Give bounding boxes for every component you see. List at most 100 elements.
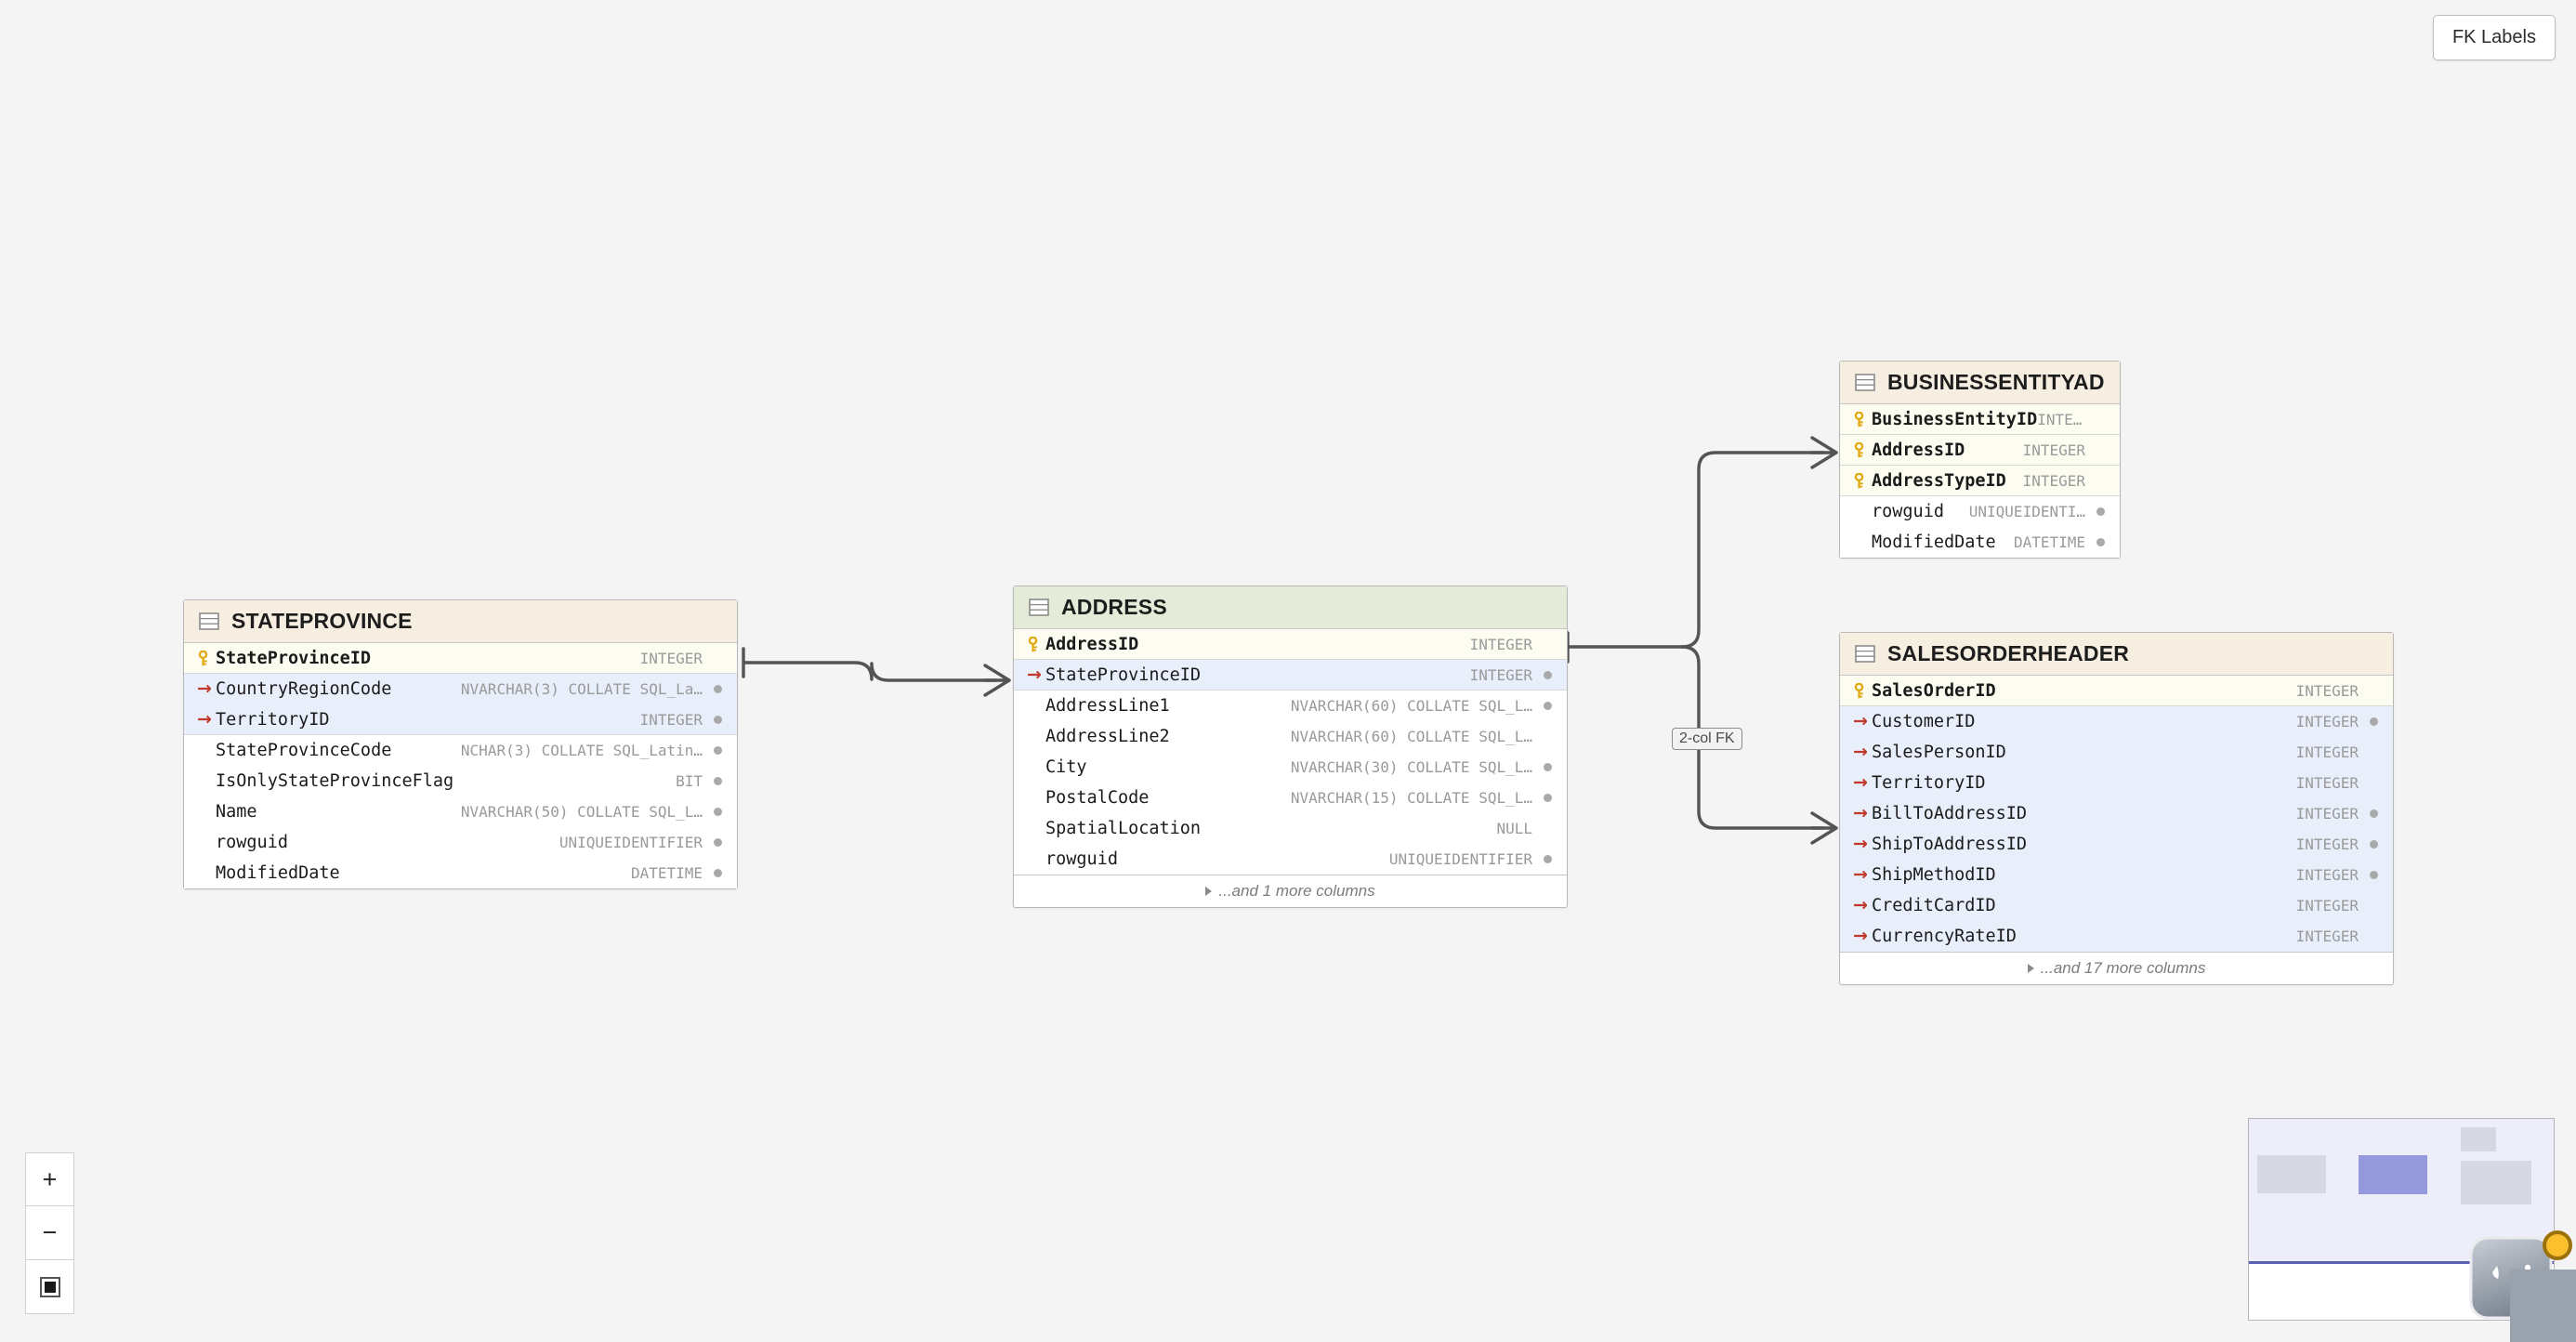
- column-type: INTEGER: [2295, 713, 2359, 730]
- column-row[interactable]: BusinessEntityIDINTEGER: [1840, 404, 2120, 435]
- column-connection-handle[interactable]: [714, 777, 722, 785]
- column-type: UNIQUEIDENTIFIER: [559, 834, 703, 851]
- edge-badge-2col-fk[interactable]: 2-col FK: [1672, 728, 1742, 751]
- table-header-address[interactable]: ADDRESS: [1014, 586, 1567, 629]
- column-marker: →: [1853, 897, 1872, 914]
- column-marker: →: [1853, 743, 1872, 761]
- minimap-node-businessentityaddress: [2461, 1127, 2496, 1151]
- foreign-key-icon: →: [1853, 803, 1868, 823]
- column-marker: [1853, 411, 1872, 428]
- column-name: Name: [216, 802, 257, 822]
- column-type: INTEGER: [639, 649, 703, 667]
- column-type: INTEGER: [2295, 897, 2359, 914]
- fk-labels-toggle-button[interactable]: FK Labels: [2432, 15, 2556, 60]
- column-connection-handle[interactable]: [2096, 538, 2105, 546]
- column-name: StateProvinceID: [1045, 664, 1202, 685]
- column-connection-handle[interactable]: [714, 685, 722, 693]
- primary-key-icon: [1028, 636, 1038, 651]
- table-title: ADDRESS: [1061, 595, 1167, 619]
- table-icon: [1855, 645, 1875, 663]
- table-header-stateprovince[interactable]: STATEPROVINCE: [184, 600, 737, 643]
- column-name: rowguid: [1045, 849, 1118, 869]
- column-connection-handle[interactable]: [714, 715, 722, 724]
- column-name: CustomerID: [1872, 712, 1976, 731]
- minimap[interactable]: [2248, 1118, 2555, 1321]
- column-type: NVARCHAR(60) COLLATE SQL_L…: [1290, 697, 1532, 715]
- table-header-businessentityaddress[interactable]: BUSINESSENTITYADDR…: [1840, 362, 2120, 404]
- zoom-out-button[interactable]: −: [25, 1206, 74, 1260]
- column-connection-handle[interactable]: [1544, 794, 1552, 802]
- table-icon: [199, 612, 219, 630]
- column-connection-handle[interactable]: [714, 869, 722, 877]
- column-name: TerritoryID: [216, 709, 330, 730]
- column-type: DATETIME: [2013, 533, 2085, 551]
- column-connection-handle[interactable]: [2370, 717, 2378, 726]
- edge-crowfoot-bea: [1810, 436, 1838, 469]
- column-connection-handle[interactable]: [1544, 763, 1552, 771]
- column-type: NVARCHAR(30) COLLATE SQL_L…: [1290, 758, 1532, 776]
- column-connection-handle[interactable]: [714, 838, 722, 847]
- column-connection-handle[interactable]: [2370, 871, 2378, 879]
- table-title: STATEPROVINCE: [231, 609, 413, 633]
- column-handle-placeholder: [714, 654, 722, 663]
- column-marker: →: [1853, 713, 1872, 730]
- column-type: INTEGER: [2295, 743, 2359, 761]
- column-connection-handle[interactable]: [2370, 840, 2378, 849]
- column-type: BIT: [676, 772, 703, 790]
- column-connection-handle[interactable]: [1544, 702, 1552, 710]
- table-node-businessentityaddress[interactable]: BUSINESSENTITYADDR…BusinessEntityIDINTEG…: [1839, 361, 2121, 559]
- column-connection-handle[interactable]: [714, 746, 722, 755]
- more-columns-row[interactable]: ...and 17 more columns: [1840, 952, 2393, 984]
- table-header-salesorderheader[interactable]: SALESORDERHEADER: [1840, 633, 2393, 676]
- column-connection-handle[interactable]: [2370, 809, 2378, 818]
- fit-view-button[interactable]: [25, 1260, 74, 1314]
- column-marker: [1853, 441, 1872, 458]
- column-connection-handle[interactable]: [714, 808, 722, 816]
- column-handle-placeholder: [1544, 824, 1552, 833]
- column-connection-handle[interactable]: [1544, 670, 1552, 679]
- column-marker: →: [1853, 835, 1872, 853]
- column-connection-handle[interactable]: [2096, 507, 2105, 516]
- more-columns-row[interactable]: ...and 1 more columns: [1014, 875, 1567, 907]
- column-row[interactable]: →CustomerID INTEGER: [1840, 706, 2393, 737]
- column-connection-handle[interactable]: [1544, 855, 1552, 863]
- table-icon: [1029, 599, 1049, 616]
- foreign-key-icon: →: [1853, 742, 1868, 762]
- zoom-in-button[interactable]: +: [25, 1152, 74, 1206]
- column-marker: →: [1853, 805, 1872, 822]
- foreign-key-icon: →: [1853, 772, 1868, 793]
